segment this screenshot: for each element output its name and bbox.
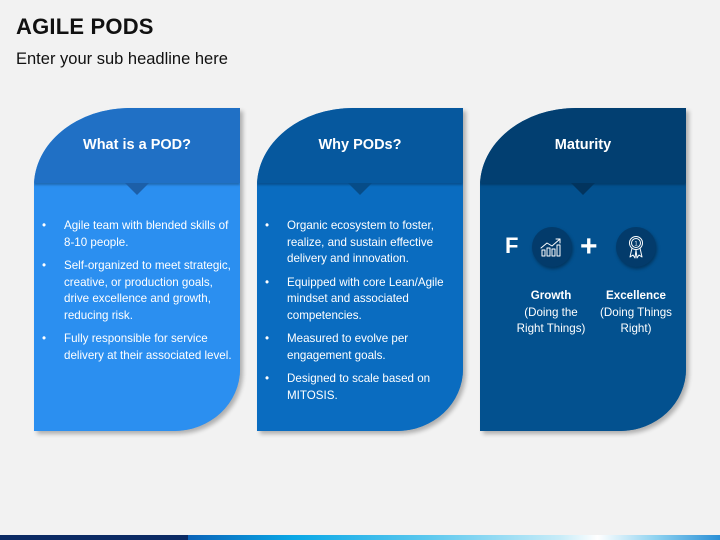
bullet-dot-icon: • xyxy=(42,332,47,345)
bullet-item: • Designed to scale based on MITOSIS. xyxy=(263,371,455,404)
bullet-item: • Measured to evolve per engagement goal… xyxy=(263,331,455,364)
excellence-label: Excellence (Doing Things Right) xyxy=(591,288,681,338)
card-body: • Organic ecosystem to foster, realize, … xyxy=(257,183,463,431)
header-pointer-icon xyxy=(125,183,149,195)
header-pointer-icon xyxy=(348,183,372,195)
card-what-is-a-pod: What is a POD? • Agile team with blended… xyxy=(34,108,240,431)
bullet-dot-icon: • xyxy=(265,332,270,345)
bullet-text: Measured to evolve per engagement goals. xyxy=(287,332,409,362)
bullet-item: • Organic ecosystem to foster, realize, … xyxy=(263,218,455,268)
bullet-list: • Agile team with blended skills of 8-10… xyxy=(40,218,232,371)
bullet-text: Equipped with core Lean/Agile mindset an… xyxy=(287,275,444,322)
formula-operator: + xyxy=(580,230,598,263)
card-title: Maturity xyxy=(554,137,612,153)
growth-title: Growth xyxy=(530,289,572,302)
card-title: Why PODs? xyxy=(318,137,402,153)
award-ribbon-icon: 1 xyxy=(616,227,656,267)
card-body: F + 1 Growth (Doing the xyxy=(480,183,686,431)
excellence-desc-line1: (Doing Things xyxy=(600,305,672,319)
bottom-decorative-bar xyxy=(0,535,720,540)
card-title: What is a POD? xyxy=(83,137,191,153)
growth-label: Growth (Doing the Right Things) xyxy=(506,288,596,338)
bullet-text: Fully responsible for service delivery a… xyxy=(64,332,232,362)
bullet-item: • Fully responsible for service delivery… xyxy=(40,331,232,364)
card-header: Maturity xyxy=(480,108,686,183)
growth-chart-icon xyxy=(532,227,572,267)
bottom-bar-dark-segment xyxy=(0,535,188,540)
card-maturity: Maturity F + 1 Growth xyxy=(480,108,686,431)
bullet-dot-icon: • xyxy=(265,372,270,385)
bullet-item: • Equipped with core Lean/Agile mindset … xyxy=(263,275,455,325)
growth-desc-line2: Right Things) xyxy=(516,322,586,335)
bullet-dot-icon: • xyxy=(42,219,47,232)
bullet-text: Designed to scale based on MITOSIS. xyxy=(287,372,431,402)
excellence-title: Excellence xyxy=(606,289,666,302)
formula-prefix: F xyxy=(505,233,519,258)
card-body: • Agile team with blended skills of 8-10… xyxy=(34,183,240,431)
bullet-dot-icon: • xyxy=(265,219,270,232)
bullet-text: Agile team with blended skills of 8-10 p… xyxy=(64,219,229,249)
header-pointer-icon xyxy=(571,183,595,195)
svg-text:1: 1 xyxy=(634,242,638,248)
growth-desc-line1: (Doing the xyxy=(524,305,578,319)
bullet-text: Organic ecosystem to foster, realize, an… xyxy=(287,219,434,265)
bullet-list: • Organic ecosystem to foster, realize, … xyxy=(263,218,455,411)
slide-title: AGILE PODS xyxy=(16,14,154,39)
card-header: Why PODs? xyxy=(257,108,463,183)
bullet-item: • Self-organized to meet strategic, crea… xyxy=(40,258,232,324)
bullet-dot-icon: • xyxy=(265,275,270,289)
slide-subtitle: Enter your sub headline here xyxy=(16,50,228,68)
bottom-bar-gradient-segment xyxy=(188,535,720,540)
excellence-desc-line2: Right) xyxy=(620,322,652,335)
card-why-pods: Why PODs? • Organic ecosystem to foster,… xyxy=(257,108,463,431)
bullet-dot-icon: • xyxy=(42,259,47,272)
card-header: What is a POD? xyxy=(34,108,240,183)
bullet-text: Self-organized to meet strategic, creati… xyxy=(64,259,231,322)
bullet-item: • Agile team with blended skills of 8-10… xyxy=(40,218,232,251)
